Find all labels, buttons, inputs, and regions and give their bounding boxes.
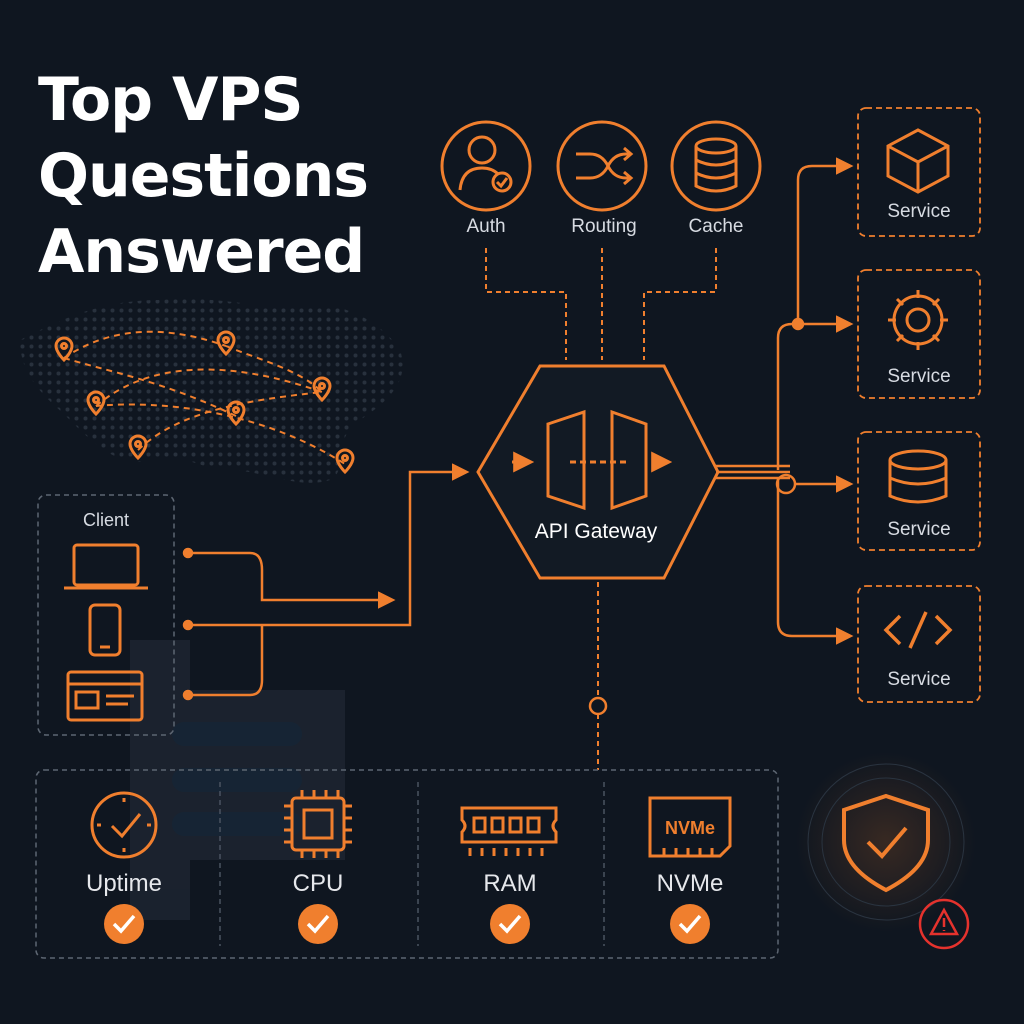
metric-uptime-label: Uptime [85,870,163,897]
shield-check-icon [842,793,930,893]
map-pin-icon [226,400,246,427]
module-cache-label: Cache [688,216,744,237]
service-box-1[interactable] [857,107,981,237]
metric-cpu-label: CPU [292,870,344,897]
nvme-chip-text: NVMe [665,818,715,838]
page-title: Top VPS Questions Answered [38,62,369,290]
map-routes [63,330,346,465]
box-icon [886,128,950,194]
check-badge-icon [670,904,710,944]
user-check-icon [458,135,513,193]
metric-cpu [284,790,352,858]
metric-nvme-label: NVMe [656,870,724,897]
laptop-icon[interactable] [64,543,148,590]
service-label-4: Service [887,669,951,690]
service-connectors [716,157,854,645]
world-map [20,298,403,483]
check-badge-icon [490,904,530,944]
client-label: Client [82,510,130,530]
map-pin-icon [312,376,332,403]
module-cache[interactable] [643,120,762,360]
database-icon [694,137,738,193]
module-routing[interactable] [556,120,648,360]
metric-ram-label: RAM [483,870,537,897]
check-badge-icon [298,904,338,944]
client-connectors [182,463,470,701]
client-panel [37,494,175,736]
server-watermark-icon [130,640,345,920]
map-pin-icon [216,330,236,357]
metrics-panel [35,769,779,959]
title-line-1: Top VPS [38,65,304,135]
metric-nvme: NVMe [648,796,732,858]
title-line-2: Questions [38,141,369,211]
code-icon [883,611,953,649]
module-auth[interactable] [440,120,567,360]
browser-window-icon[interactable] [66,670,144,722]
service-box-4[interactable] [857,585,981,703]
service-label-1: Service [887,201,951,222]
ram-stick-icon [460,806,558,856]
title-line-3: Answered [38,217,365,287]
cpu-chip-icon [284,790,352,858]
service-label-2: Service [887,366,951,387]
map-pin-icon [335,448,355,475]
map-pin-icon [54,336,74,363]
nvme-drive-icon [648,796,732,858]
service-box-3[interactable] [857,431,981,551]
map-pin-icon [86,390,106,417]
api-gateway-label: API Gateway [534,520,658,543]
clock-check-icon [90,791,158,859]
shuffle-icon [576,146,634,186]
api-gateway[interactable] [476,364,720,770]
module-auth-label: Auth [466,216,506,237]
warning-triangle-icon[interactable] [918,898,970,950]
gear-icon [888,290,948,350]
gateway-doors-icon [512,409,673,511]
database-icon [888,449,948,504]
security-shield[interactable] [796,752,976,932]
service-box-2[interactable] [857,269,981,399]
status-checks [104,904,710,944]
metric-ram [460,806,558,856]
map-pins [54,330,355,475]
map-pin-icon [128,434,148,461]
metric-uptime [90,791,158,859]
check-badge-icon [104,904,144,944]
module-routing-label: Routing [571,216,637,237]
service-label-3: Service [887,519,951,540]
phone-icon[interactable] [88,603,122,657]
